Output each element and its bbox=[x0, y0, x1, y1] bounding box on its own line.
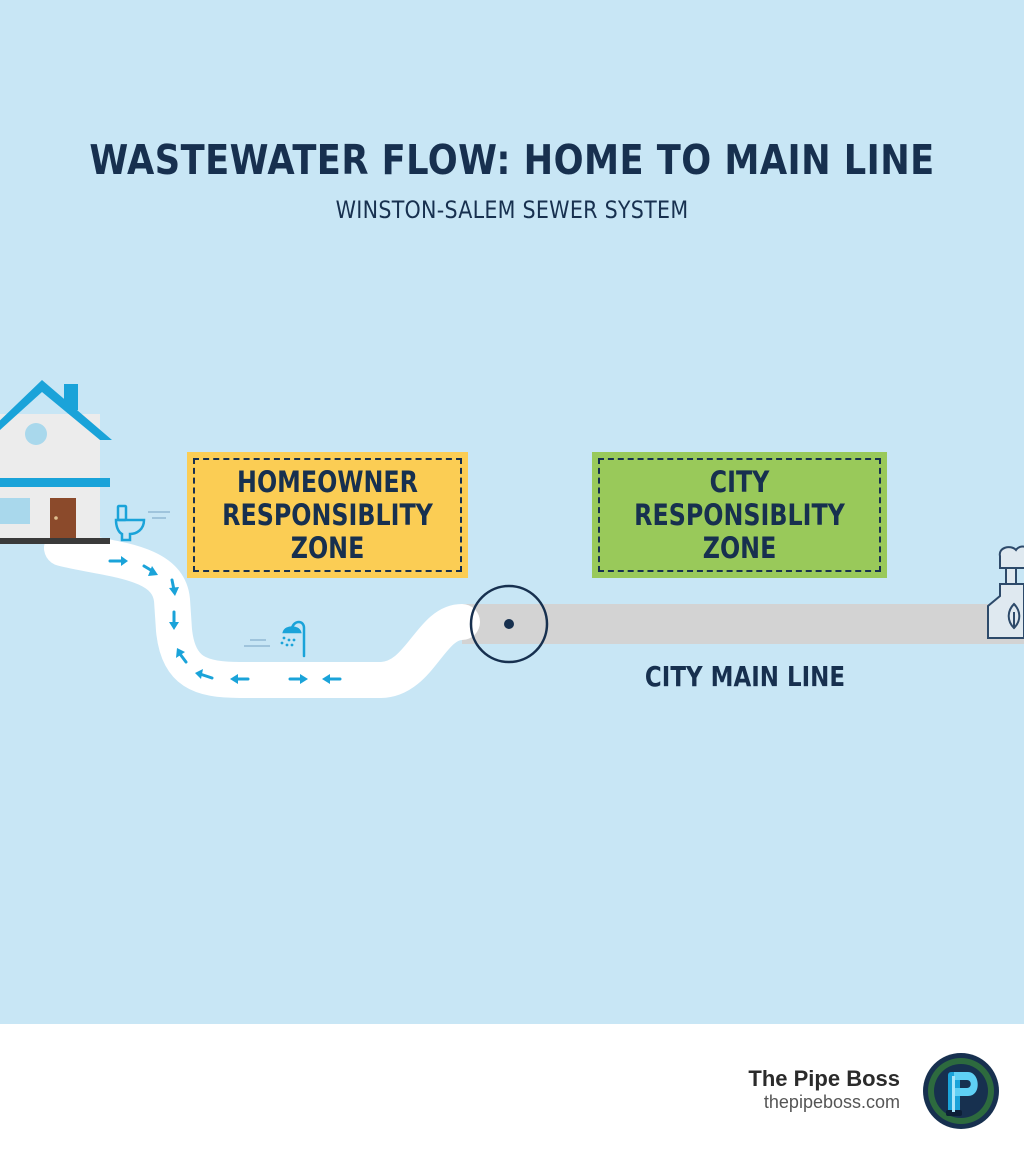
flow-arrow bbox=[322, 674, 342, 684]
treatment-plant-icon bbox=[987, 545, 1024, 639]
footer bbox=[0, 1024, 1024, 1154]
flow-scene bbox=[0, 380, 1024, 698]
flow-arrow bbox=[169, 610, 179, 630]
flow-arrow bbox=[169, 578, 179, 596]
flow-arrow bbox=[230, 674, 250, 684]
cleanout-icon bbox=[469, 584, 549, 664]
zone-dashed-border bbox=[193, 458, 462, 572]
flow-arrow bbox=[108, 556, 128, 566]
zone-dashed-border bbox=[598, 458, 881, 572]
toilet-icon bbox=[114, 504, 146, 542]
city-main-line-label: CITY MAIN LINE bbox=[644, 660, 846, 693]
diagram-canvas: WASTEWATER FLOW: HOME TO MAIN LINE WINST… bbox=[0, 0, 1024, 1024]
lateral-pipe bbox=[44, 530, 480, 698]
pipe-boss-logo-icon bbox=[923, 1053, 999, 1129]
diagram-subtitle: WINSTON-SALEM SEWER SYSTEM bbox=[335, 196, 689, 224]
flow-arrows bbox=[108, 556, 342, 684]
city-responsibility-zone: CITY RESPONSIBLITY ZONE bbox=[592, 452, 887, 578]
motion-lines bbox=[148, 511, 270, 647]
homeowner-responsibility-zone: HOMEOWNER RESPONSIBLITY ZONE bbox=[187, 452, 468, 578]
city-main-line bbox=[462, 604, 1024, 644]
homeowner-zone-label: HOMEOWNER RESPONSIBLITY ZONE bbox=[222, 464, 433, 565]
flow-arrow bbox=[176, 648, 188, 664]
flow-arrow bbox=[142, 564, 158, 576]
flow-arrow bbox=[288, 674, 308, 684]
flow-arrow bbox=[195, 669, 214, 680]
brand-name: The Pipe Boss bbox=[748, 1066, 900, 1091]
house-icon bbox=[0, 380, 112, 544]
brand-url[interactable]: thepipeboss.com bbox=[763, 1092, 900, 1112]
shower-icon bbox=[280, 620, 306, 658]
diagram-title: WASTEWATER FLOW: HOME TO MAIN LINE bbox=[89, 136, 935, 184]
city-zone-label: CITY RESPONSIBLITY ZONE bbox=[634, 464, 845, 565]
